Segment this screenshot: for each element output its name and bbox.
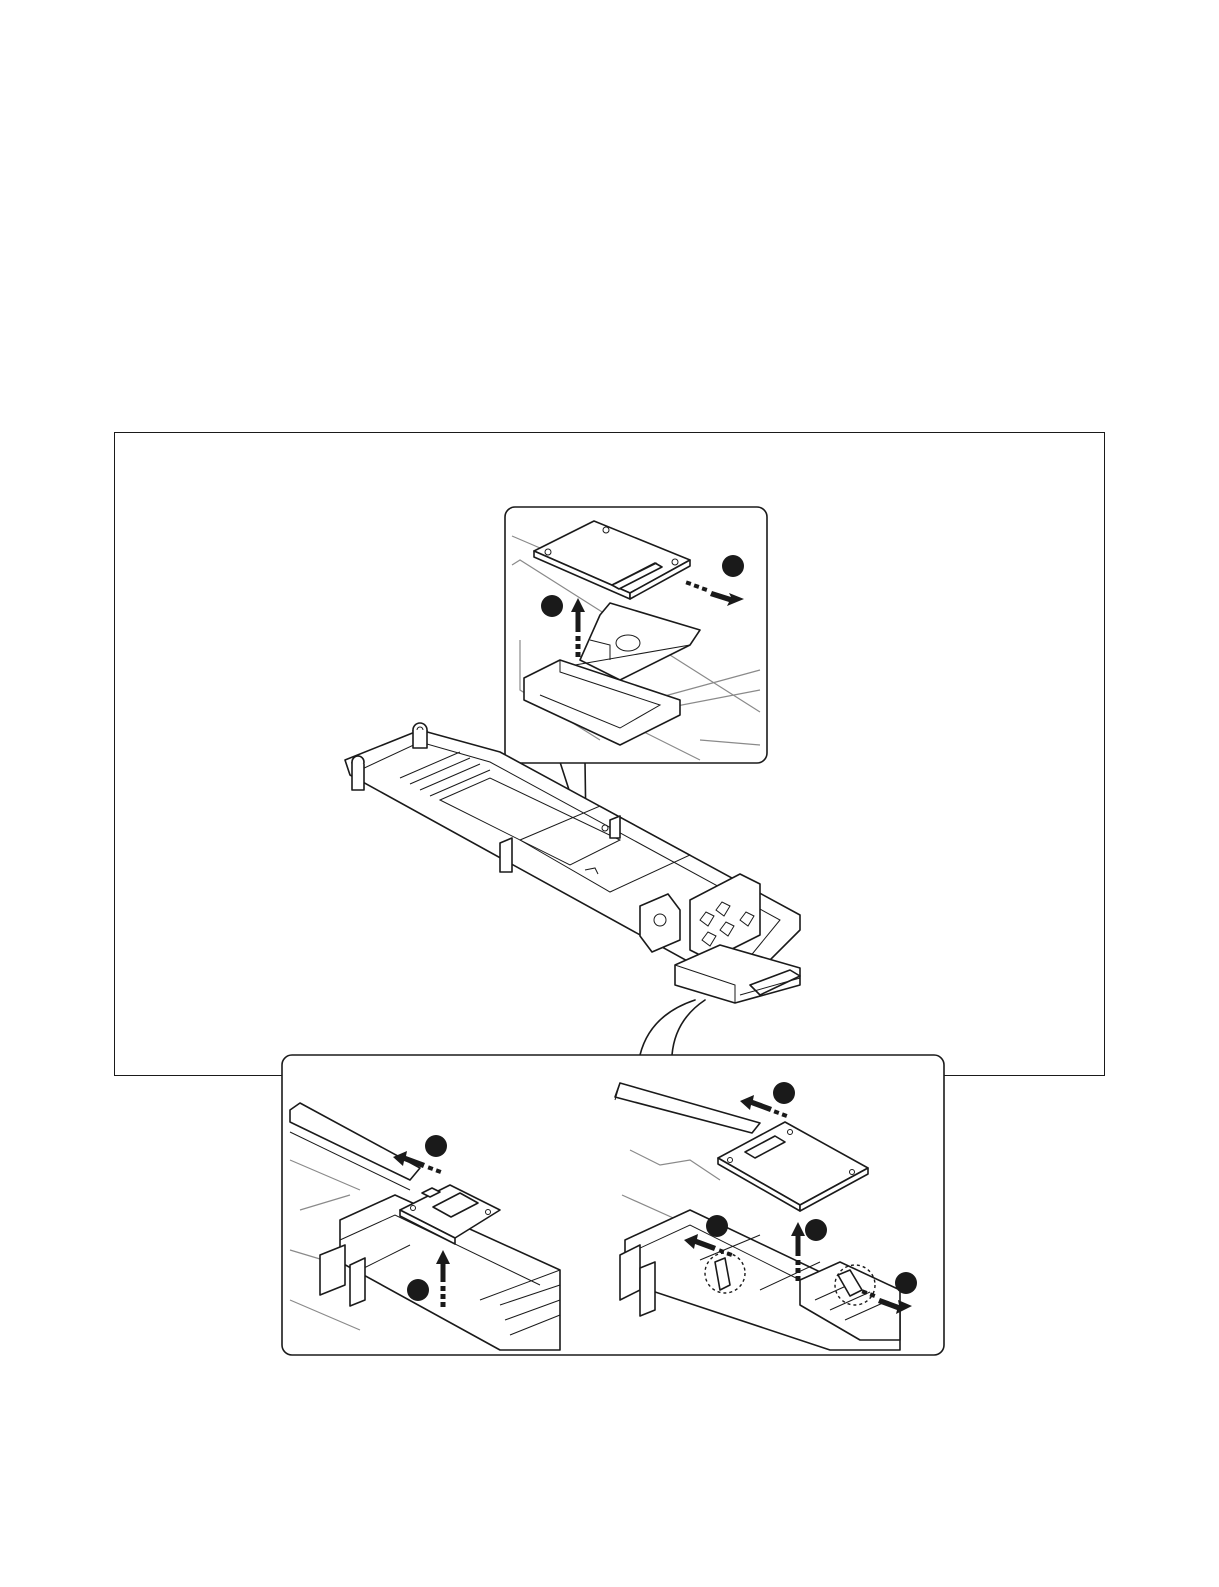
right-detail-badge-1: [773, 1082, 795, 1104]
right-detail-badge-4: [895, 1272, 917, 1294]
main-chassis-assembly: [345, 723, 800, 1003]
top-detail-badge-2: [722, 555, 744, 577]
left-detail-badge-1: [425, 1135, 447, 1157]
right-detail-badge-3: [805, 1219, 827, 1241]
bottom-callout-pointer-left: [640, 1000, 695, 1055]
left-detail-badge-2: [407, 1279, 429, 1301]
top-detail-badge-1: [541, 595, 563, 617]
right-detail-badge-2: [706, 1215, 728, 1237]
bottom-detail-callout: [282, 1000, 944, 1355]
